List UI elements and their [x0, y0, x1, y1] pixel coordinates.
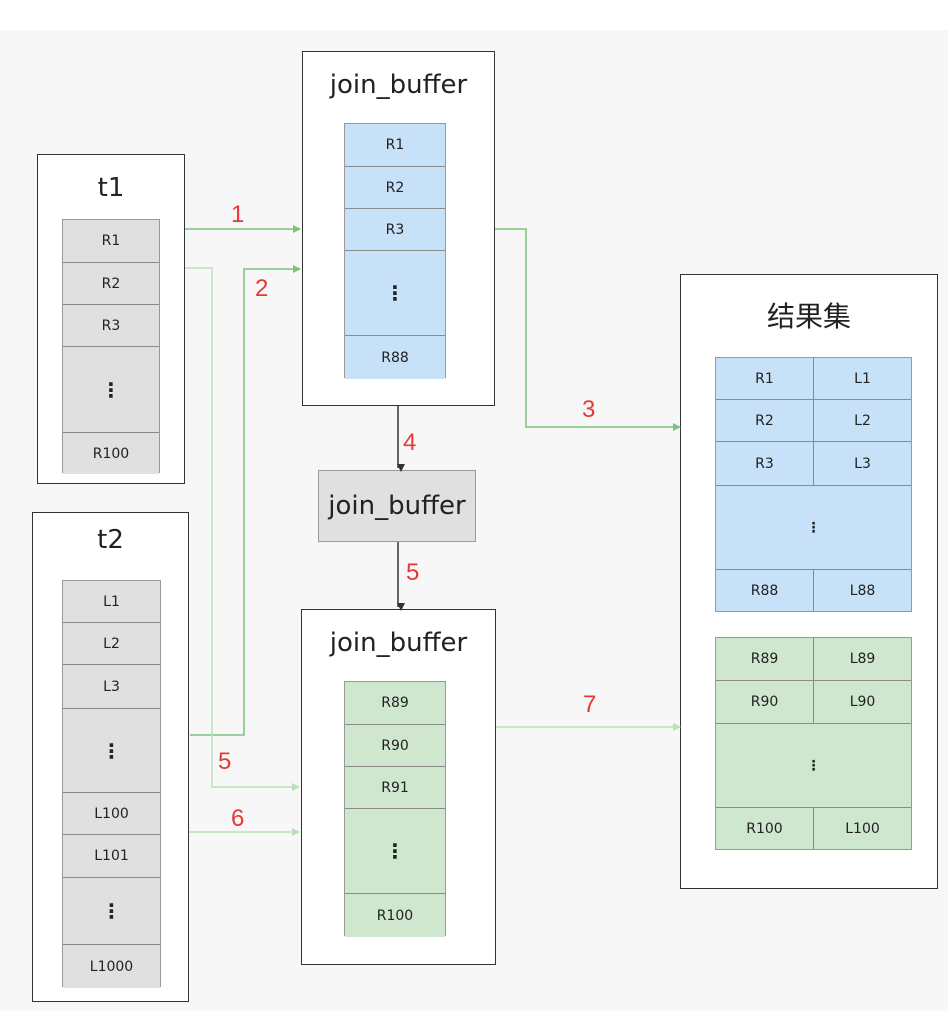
table-row: L3	[63, 665, 160, 709]
result-cell: L2	[814, 400, 911, 442]
buffer-row: R1	[345, 124, 445, 167]
buffer-row: R89	[345, 682, 445, 725]
table-row: L1	[63, 581, 160, 623]
result-cell: R3	[716, 442, 814, 486]
table-row: L100	[63, 793, 160, 835]
ellipsis-row: ⋮	[345, 809, 445, 894]
result-cell: L89	[814, 638, 911, 681]
ellipsis-row: ⋮	[63, 709, 160, 793]
join-buffer-bottom-rows: R89 R90 R91 ⋮ R100	[344, 681, 446, 937]
join-buffer-bottom-title: join_buffer	[329, 628, 468, 658]
table-t2-rows: L1 L2 L3 ⋮ L100 L101 ⋮ L1000	[62, 580, 161, 988]
ellipsis-row: ⋮	[345, 251, 445, 336]
buffer-row: R2	[345, 167, 445, 209]
table-row: R2	[63, 263, 159, 305]
result-blue-grid: R1 L1 R2 L2 R3 L3 ⋮ R88 L88	[715, 357, 912, 612]
result-cell: R90	[716, 681, 814, 724]
join-buffer-bottom: join_buffer R89 R90 R91 ⋮ R100	[301, 609, 496, 965]
result-cell: L1	[814, 358, 911, 400]
table-row: R1	[63, 220, 159, 263]
result-cell: R88	[716, 570, 814, 611]
table-t1-rows: R1 R2 R3 ⋮ R100	[62, 219, 160, 474]
result-cell: L3	[814, 442, 911, 486]
result-cell: R1	[716, 358, 814, 400]
table-row: L101	[63, 835, 160, 878]
buffer-row: R90	[345, 725, 445, 767]
buffer-row: R3	[345, 209, 445, 251]
result-cell: R89	[716, 638, 814, 681]
table-row: R3	[63, 305, 159, 347]
table-t2-title: t2	[97, 525, 124, 555]
result-set-title: 结果集	[766, 300, 851, 333]
join-buffer-top-rows: R1 R2 R3 ⋮ R88	[344, 123, 446, 379]
ellipsis-row: ⋮	[63, 878, 160, 945]
buffer-row: R88	[345, 336, 445, 379]
join-buffer-top: join_buffer R1 R2 R3 ⋮ R88	[302, 51, 495, 406]
ellipsis-row: ⋮	[63, 347, 159, 433]
result-cell: L88	[849, 582, 876, 599]
table-row: R100	[63, 433, 159, 474]
ellipsis-row: ⋮	[716, 724, 911, 808]
result-set: 结果集 R1 L1 R2 L2 R3 L3 ⋮ R88 L88 R89 L89 …	[680, 274, 938, 889]
result-cell: L90	[814, 681, 911, 724]
join-buffer-top-title: join_buffer	[329, 70, 468, 100]
ellipsis-row: ⋮	[716, 486, 911, 570]
result-cell: R100	[716, 808, 814, 849]
table-t1: t1 R1 R2 R3 ⋮ R100	[37, 154, 185, 484]
table-row: L2	[63, 623, 160, 665]
table-t1-title: t1	[97, 173, 125, 203]
result-green-grid: R89 L89 R90 L90 ⋮ R100 L100	[715, 637, 912, 850]
join-buffer-middle: join_buffer	[318, 470, 476, 542]
buffer-row: R100	[345, 894, 445, 937]
buffer-row: R91	[345, 767, 445, 809]
result-cell: R2	[716, 400, 814, 442]
result-cell: L100	[845, 820, 880, 837]
table-row: L1000	[63, 945, 160, 988]
table-t2: t2 L1 L2 L3 ⋮ L100 L101 ⋮ L1000	[32, 512, 189, 1002]
